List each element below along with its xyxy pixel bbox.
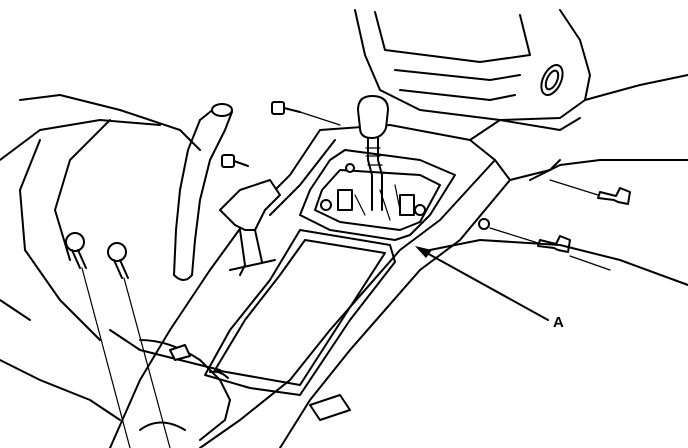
cup-holder <box>139 339 231 441</box>
shift-opening <box>299 149 456 241</box>
bolt-left-1 <box>65 232 131 448</box>
brake-boot <box>219 179 281 276</box>
console-front-tab <box>309 394 351 421</box>
left-seat <box>0 94 221 421</box>
callout-label-a: A <box>553 314 564 331</box>
center-console <box>109 119 561 448</box>
bolt-top <box>271 101 341 126</box>
right-side-panel <box>429 159 688 286</box>
callout-a-leader <box>415 246 549 321</box>
center-stack <box>354 9 688 131</box>
parking-brake-lever <box>173 103 233 281</box>
bolt-right-upper <box>549 179 631 205</box>
bolt-left-upper <box>221 154 249 168</box>
bolt-left-2 <box>107 242 171 448</box>
console-tray <box>204 229 396 396</box>
shift-knob <box>357 95 389 211</box>
